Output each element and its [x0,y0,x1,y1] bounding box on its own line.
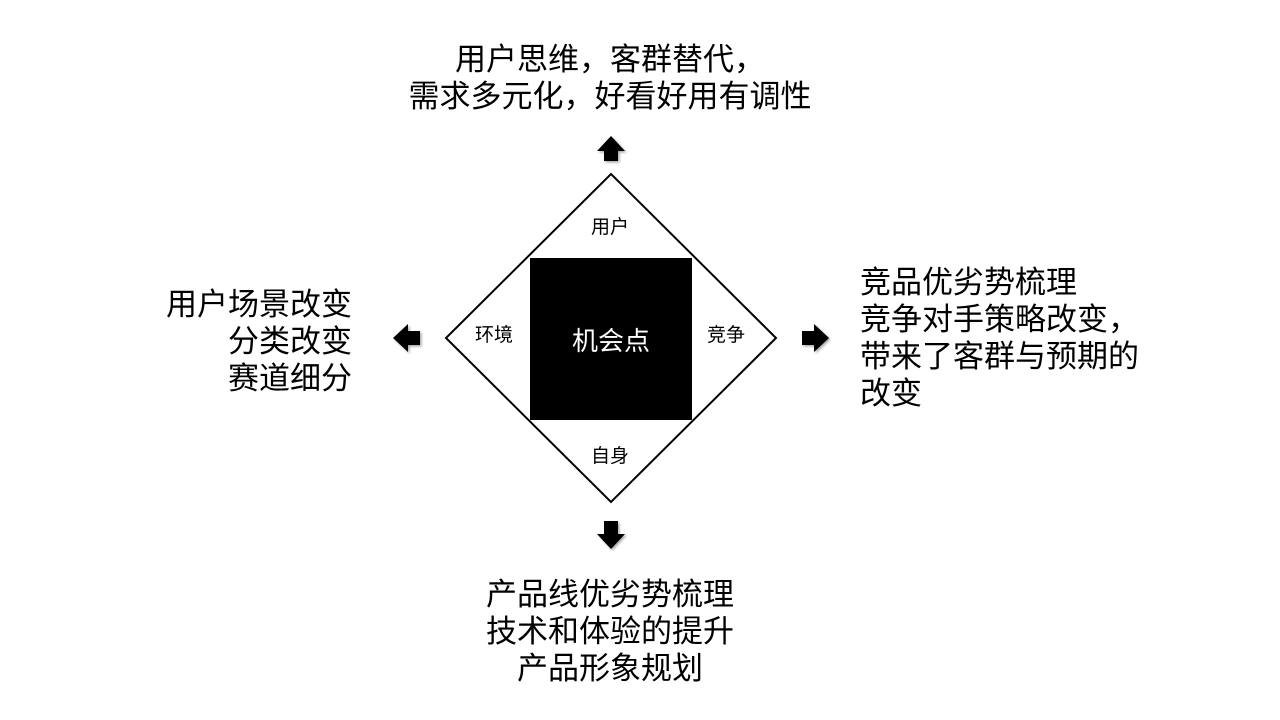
left-description-line: 赛道细分 [228,361,352,397]
top-description-line: 需求多元化，好看好用有调性 [408,79,812,115]
right-description-line: 竞争对手策略改变， [860,302,1139,338]
right-description-line: 带来了客群与预期的 [860,339,1139,375]
left-description-line: 分类改变 [228,324,352,360]
left-description: 用户场景改变 分类改变 赛道细分 [166,287,352,398]
arrow-right-icon [802,324,829,352]
right-description-line: 改变 [860,376,922,412]
arrow-left-icon [393,324,420,352]
corner-label-competition: 竞争 [706,324,745,346]
right-description: 竞品优劣势梳理 竞争对手策略改变， 带来了客群与预期的 改变 [860,265,1139,413]
corner-label-user: 用户 [590,216,629,238]
bottom-description-line: 产品形象规划 [517,651,703,687]
corner-label-self: 自身 [590,445,629,467]
arrow-up-icon [597,136,625,161]
left-description-line: 用户场景改变 [166,287,352,323]
center-label: 机会点 [530,258,692,420]
bottom-description-line: 技术和体验的提升 [486,614,734,650]
top-description: 用户思维，客群替代， 需求多元化，好看好用有调性 [340,42,880,116]
center-label-text: 机会点 [571,326,650,357]
bottom-description-line: 产品线优劣势梳理 [486,577,734,613]
arrow-down-icon [597,521,625,549]
right-description-line: 竞品优劣势梳理 [860,265,1077,301]
bottom-description: 产品线优劣势梳理 技术和体验的提升 产品形象规划 [340,577,880,688]
top-description-line: 用户思维，客群替代， [455,42,765,78]
corner-label-environment: 环境 [474,324,513,346]
center-square [530,258,692,420]
